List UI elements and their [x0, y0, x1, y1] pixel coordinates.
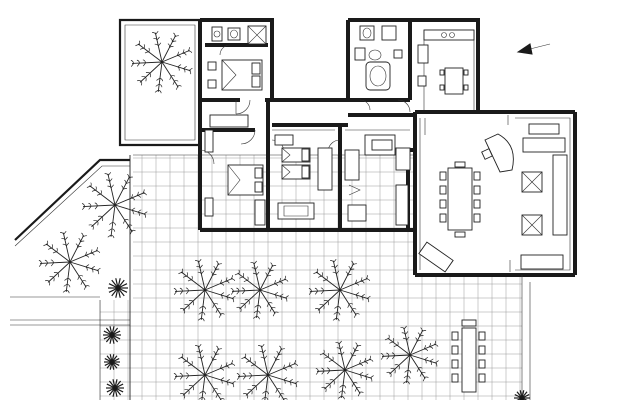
dining-table: [439, 161, 481, 238]
palm-icon: [108, 278, 128, 298]
tree-icon: [81, 172, 148, 239]
north-arrow-icon: [516, 43, 551, 55]
bathroom-fixtures-center: [354, 25, 403, 91]
bedroom-three: [344, 134, 411, 226]
twin-beds: [274, 134, 333, 191]
closet: [204, 129, 214, 153]
palm-icon: [106, 379, 124, 397]
bathroom-fixtures-left: [211, 25, 267, 45]
outdoor-table: [451, 319, 486, 393]
tree-icon: [130, 30, 193, 94]
living-sofas: [520, 123, 568, 270]
bed-room-two: [204, 164, 266, 226]
kitchen: [417, 29, 475, 95]
sofa-small: [277, 202, 315, 220]
tree-icon: [236, 343, 299, 400]
tree-icon: [38, 230, 101, 294]
piano: [481, 133, 514, 173]
building-walls: [198, 18, 577, 277]
furniture: [204, 25, 568, 400]
tree-icon: [173, 343, 236, 400]
tree-icon: [230, 260, 289, 320]
palm-icon: [104, 354, 120, 370]
tree-icon: [308, 258, 371, 322]
tree-icon: [380, 325, 439, 385]
wardrobe: [209, 114, 249, 128]
tree-icon: [173, 258, 236, 322]
trees: [38, 30, 530, 400]
double-bed: [207, 59, 263, 91]
palm-icon: [103, 326, 121, 344]
chaise: [418, 241, 454, 273]
tree-icon: [315, 340, 374, 400]
